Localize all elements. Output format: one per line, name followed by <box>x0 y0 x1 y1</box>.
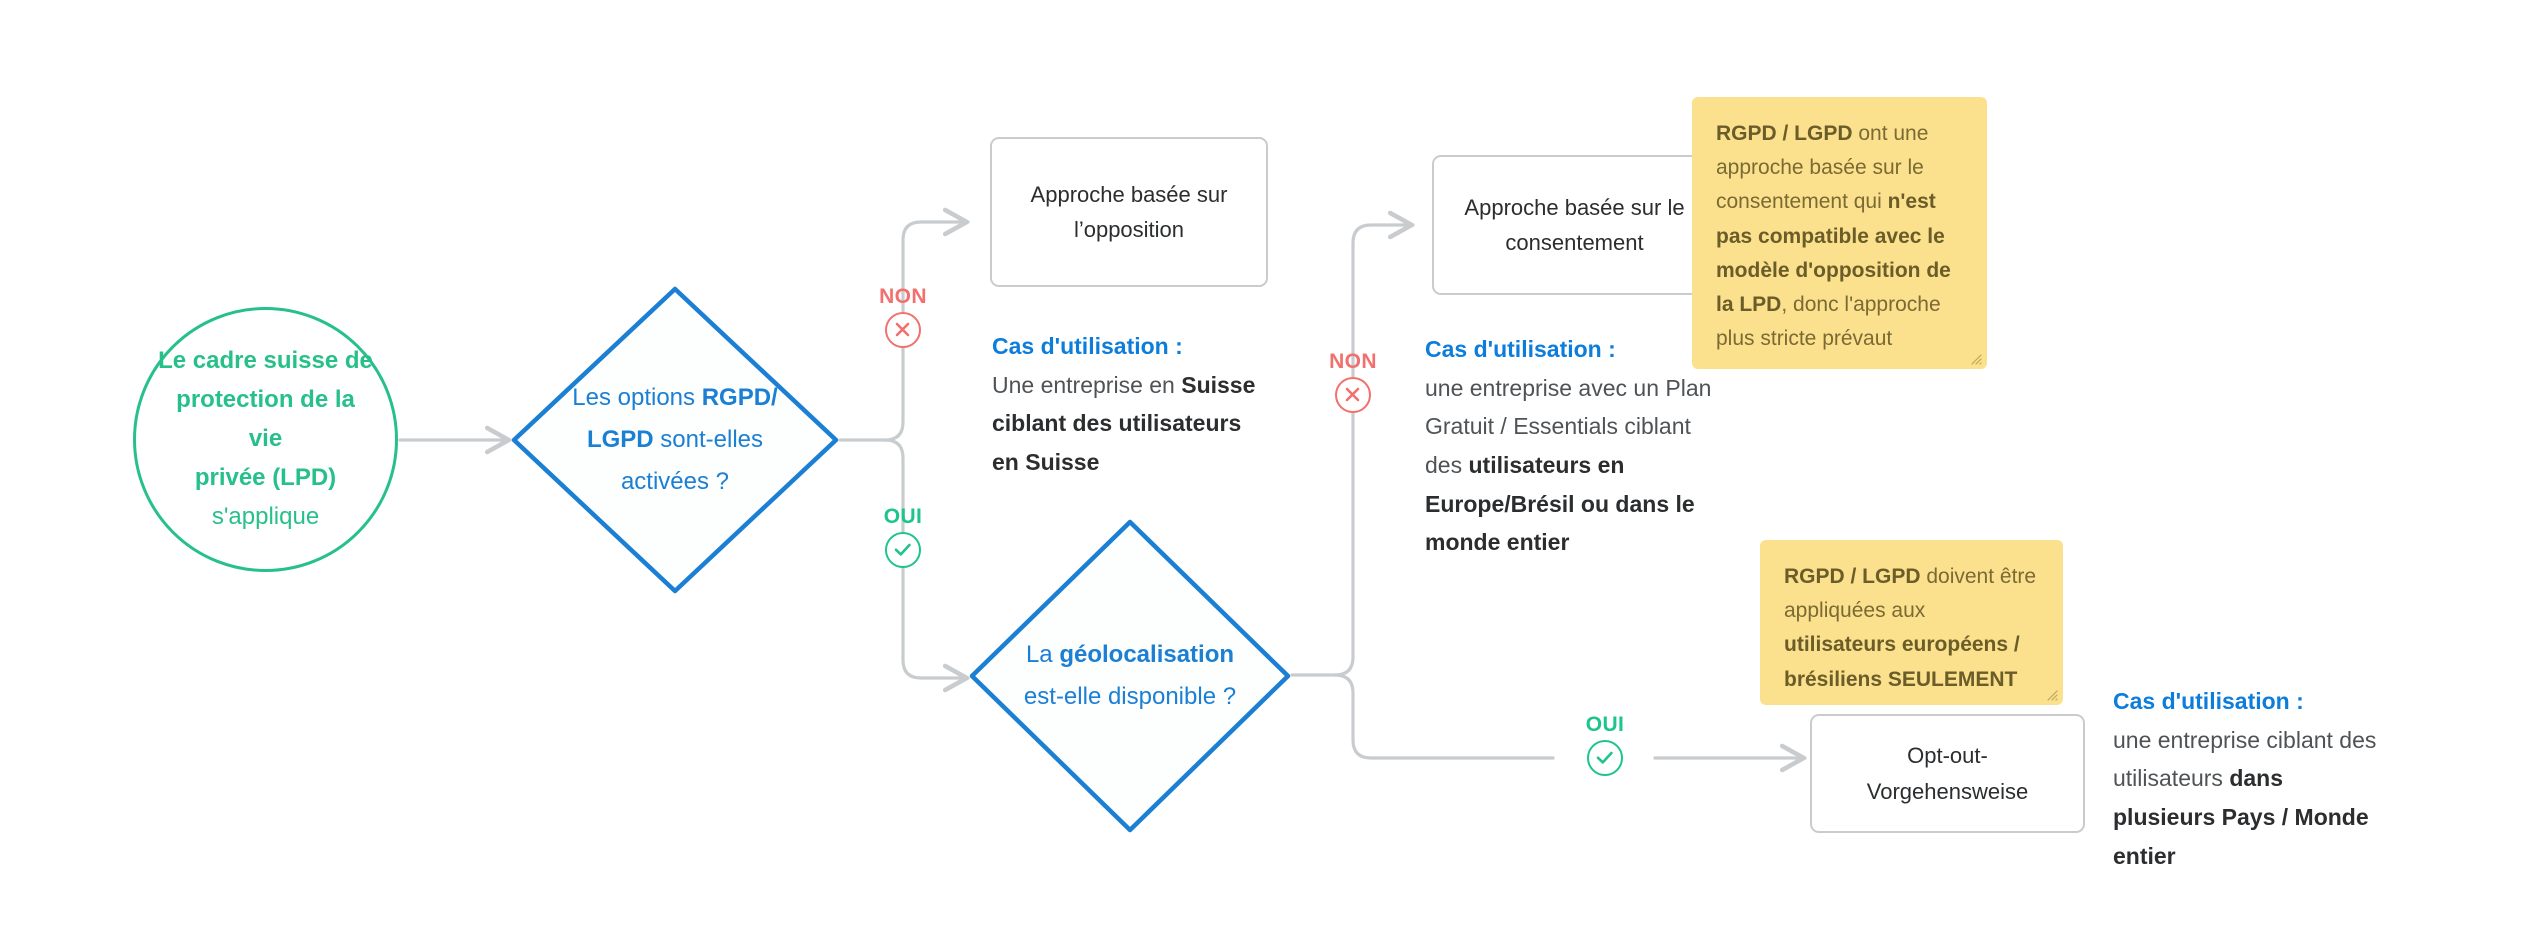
usecase-monde-heading: Cas d'utilisation : <box>2113 688 2304 714</box>
usecase-suisse-part-0: Une entreprise en <box>992 371 1182 398</box>
marker-yes-label: OUI <box>883 505 923 528</box>
box-consentement-line1: Approche basée sur le <box>1464 194 1685 220</box>
circle-x-icon <box>1335 377 1371 413</box>
x-glyph <box>895 322 910 337</box>
marker-yes-decision1: OUI <box>843 505 963 568</box>
check-glyph <box>1596 751 1613 764</box>
decision2-line1-bold: géolocalisation <box>1059 641 1235 668</box>
box-opposition-line1: Approche basée sur <box>1030 181 1228 207</box>
resize-handle-icon[interactable] <box>1968 351 1982 365</box>
usecase-suisse: Cas d'utilisation : Une entreprise en Su… <box>992 327 1262 482</box>
resize-handle-icon[interactable] <box>2044 687 2058 701</box>
sticky-1-part-3: , donc l'approche plus stricte prévaut <box>1716 293 1941 351</box>
usecase-suisse-part-1: Suisse ciblant des utilisateurs en Suiss… <box>992 371 1256 475</box>
x-glyph <box>1345 387 1360 402</box>
circle-check-icon <box>885 532 921 568</box>
box-opposition[interactable]: Approche basée sur l’opposition <box>990 137 1268 287</box>
usecase-monde-part-1: dans plusieurs Pays / Monde entier <box>2113 765 2369 869</box>
start-node-label: Le cadre suisse de protection de la vie … <box>136 342 395 536</box>
start-line-4: s'applique <box>211 502 320 530</box>
usecase-europe-bresil: Cas d'utilisation : une entreprise avec … <box>1425 330 1723 562</box>
decision-geolocation[interactable]: La géolocalisation est-elle disponible ? <box>968 518 1292 834</box>
usecase-europe-bresil-part-0: une entreprise avec un Plan Gratuit / Es… <box>1425 374 1712 478</box>
decision1-line2-post: sont-elles <box>653 426 764 453</box>
sticky-2-part-0: RGPD / LGPD <box>1784 565 1921 588</box>
decision-geolocation-label: La géolocalisation est-elle disponible ? <box>1007 634 1253 718</box>
check-glyph <box>894 543 911 556</box>
sticky-consent-incompatible[interactable]: RGPD / LGPD ont une approche basée sur l… <box>1692 97 1987 369</box>
marker-yes-label: OUI <box>1585 713 1625 736</box>
marker-no-decision2: NON <box>1293 350 1413 413</box>
diamond-shape <box>511 286 839 594</box>
box-consentement-label: Approche basée sur le consentement <box>1448 190 1700 260</box>
sticky-2-part-1: doivent être appliquées aux <box>1784 565 2037 623</box>
start-line-2: protection de la vie <box>176 386 355 453</box>
marker-no-decision1: NON <box>843 285 963 348</box>
decision1-line1-bold: RGPD/ <box>701 384 778 411</box>
decision1-line3: activées ? <box>620 468 730 495</box>
circle-check-icon <box>1587 740 1623 776</box>
box-optout-line1: Opt-out- <box>1907 743 1988 769</box>
marker-yes-decision2: OUI <box>1545 713 1665 776</box>
box-optout-line2: Vorgehensweise <box>1866 778 2029 804</box>
circle-x-icon <box>885 312 921 348</box>
sticky-eu-br-only[interactable]: RGPD / LGPD doivent être appliquées aux … <box>1760 540 2063 705</box>
box-optout[interactable]: Opt-out- Vorgehensweise <box>1810 714 2085 833</box>
usecase-europe-bresil-body: une entreprise avec un Plan Gratuit / Es… <box>1425 375 1711 556</box>
usecase-europe-bresil-heading: Cas d'utilisation : <box>1425 336 1616 362</box>
usecase-suisse-heading: Cas d'utilisation : <box>992 333 1183 359</box>
marker-no-label: NON <box>879 285 927 308</box>
box-opposition-line2: l’opposition <box>1073 217 1185 242</box>
decision-rgpd-options-label: Les options RGPD/ LGPD sont-elles activé… <box>550 377 801 503</box>
usecase-suisse-body: Une entreprise en Suisse ciblant des uti… <box>992 372 1255 475</box>
box-consentement-line2: consentement <box>1505 230 1644 255</box>
start-node[interactable]: Le cadre suisse de protection de la vie … <box>133 307 398 572</box>
usecase-monde-part-0: une entreprise ciblant des utilisateurs <box>2113 726 2377 792</box>
marker-no-label: NON <box>1329 350 1377 373</box>
usecase-monde-body: une entreprise ciblant des utilisateurs … <box>2113 727 2376 869</box>
usecase-europe-bresil-part-1: utilisateurs en Europe/Brésil ou dans le… <box>1425 451 1695 556</box>
start-line-3: privée (LPD) <box>194 463 337 491</box>
decision1-line2-bold: LGPD <box>586 426 654 453</box>
sticky-1-part-1: ont une approche basée sur le consenteme… <box>1716 122 1929 214</box>
usecase-monde: Cas d'utilisation : une entreprise cibla… <box>2113 682 2381 875</box>
start-line-1: Le cadre suisse de <box>158 347 373 375</box>
decision1-line1-pre: Les options <box>572 384 702 411</box>
decision2-line1-pre: La <box>1025 641 1060 668</box>
box-consentement[interactable]: Approche basée sur le consentement <box>1432 155 1717 295</box>
box-opposition-label: Approche basée sur l’opposition <box>1015 177 1244 247</box>
sticky-2-part-2: utilisateurs européens / brésiliens SEUL… <box>1784 633 2020 691</box>
connector-decision2-yes <box>1333 673 1555 760</box>
decision2-line2: est-elle disponible ? <box>1023 683 1237 710</box>
sticky-1-part-0: RGPD / LGPD <box>1716 122 1853 145</box>
connector-decision2-no <box>1333 210 1415 677</box>
box-optout-label: Opt-out- Vorgehensweise <box>1851 738 2044 808</box>
sticky-1-part-2: n'est pas compatible avec le modèle d'op… <box>1716 190 1951 317</box>
diamond-shape <box>969 519 1291 833</box>
decision-rgpd-options[interactable]: Les options RGPD/ LGPD sont-elles activé… <box>510 285 840 595</box>
